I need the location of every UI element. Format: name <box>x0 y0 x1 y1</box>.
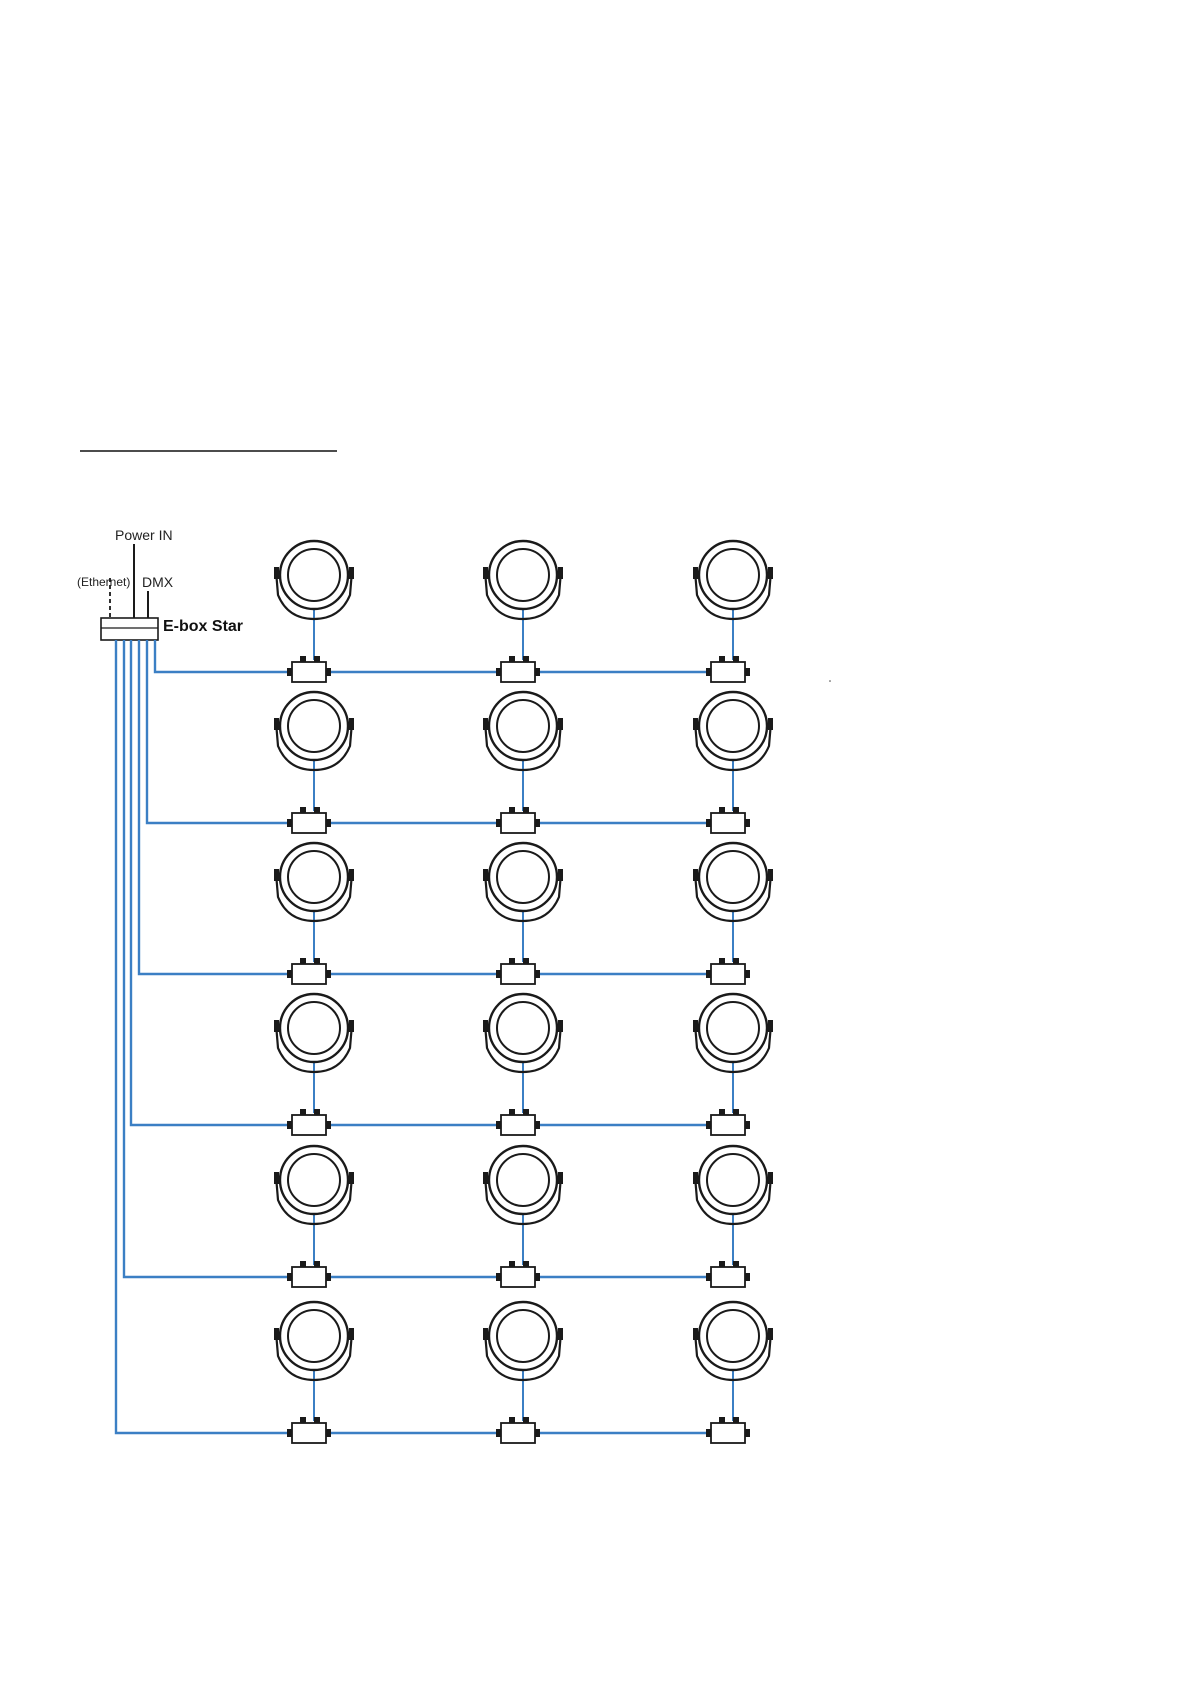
connector-box-icon <box>287 656 331 682</box>
fixture-icon <box>274 541 354 619</box>
cable-run-row-3 <box>139 640 707 974</box>
connector-box-icon <box>496 1417 540 1443</box>
fixture-icon <box>483 994 563 1072</box>
fixture-icon <box>693 692 773 770</box>
cable-run-row-4 <box>131 640 707 1125</box>
connector-box-icon <box>706 656 750 682</box>
cable-run-row-1 <box>155 640 707 672</box>
stray-dot <box>829 680 831 682</box>
connector-box-icon <box>706 1109 750 1135</box>
cable-run-row-2 <box>147 640 707 823</box>
dmx-label: DMX <box>142 574 174 590</box>
power-in-label: Power IN <box>115 527 173 543</box>
connector-box-icon <box>496 656 540 682</box>
connector-box-icon <box>287 958 331 984</box>
fixture-icon <box>693 541 773 619</box>
connector-box-icon <box>287 1109 331 1135</box>
cable-network <box>116 607 733 1433</box>
cable-run-row-5 <box>124 640 707 1277</box>
control-box-icon <box>101 618 158 640</box>
fixture-icon <box>274 692 354 770</box>
connector-box-icon <box>287 1261 331 1287</box>
connector-box-icon <box>287 1417 331 1443</box>
connector-box-icon <box>706 1261 750 1287</box>
fixture-icon <box>483 1302 563 1380</box>
fixture-icon <box>483 692 563 770</box>
connector-box-icon <box>287 807 331 833</box>
fixture-icon <box>483 1146 563 1224</box>
connector-box-icon <box>496 807 540 833</box>
fixture-icon <box>483 843 563 921</box>
connector-box-icon <box>496 1109 540 1135</box>
fixture-icon <box>693 1302 773 1380</box>
cable-run-row-6 <box>116 640 707 1433</box>
fixture-icon <box>693 994 773 1072</box>
connector-box-icon <box>706 807 750 833</box>
connector-box-icon <box>496 958 540 984</box>
ebox-label: E-box Star <box>163 618 243 635</box>
fixture-icon <box>274 843 354 921</box>
connector-box-icon <box>496 1261 540 1287</box>
fixture-icon <box>693 843 773 921</box>
fixture-icon <box>274 1302 354 1380</box>
ethernet-label: (Ethernet) <box>77 575 130 589</box>
fixture-icon <box>483 541 563 619</box>
connector-box-icon <box>706 958 750 984</box>
fixture-icon <box>274 1146 354 1224</box>
fixture-icon <box>274 994 354 1072</box>
connector-box-icon <box>706 1417 750 1443</box>
fixture-icon <box>693 1146 773 1224</box>
